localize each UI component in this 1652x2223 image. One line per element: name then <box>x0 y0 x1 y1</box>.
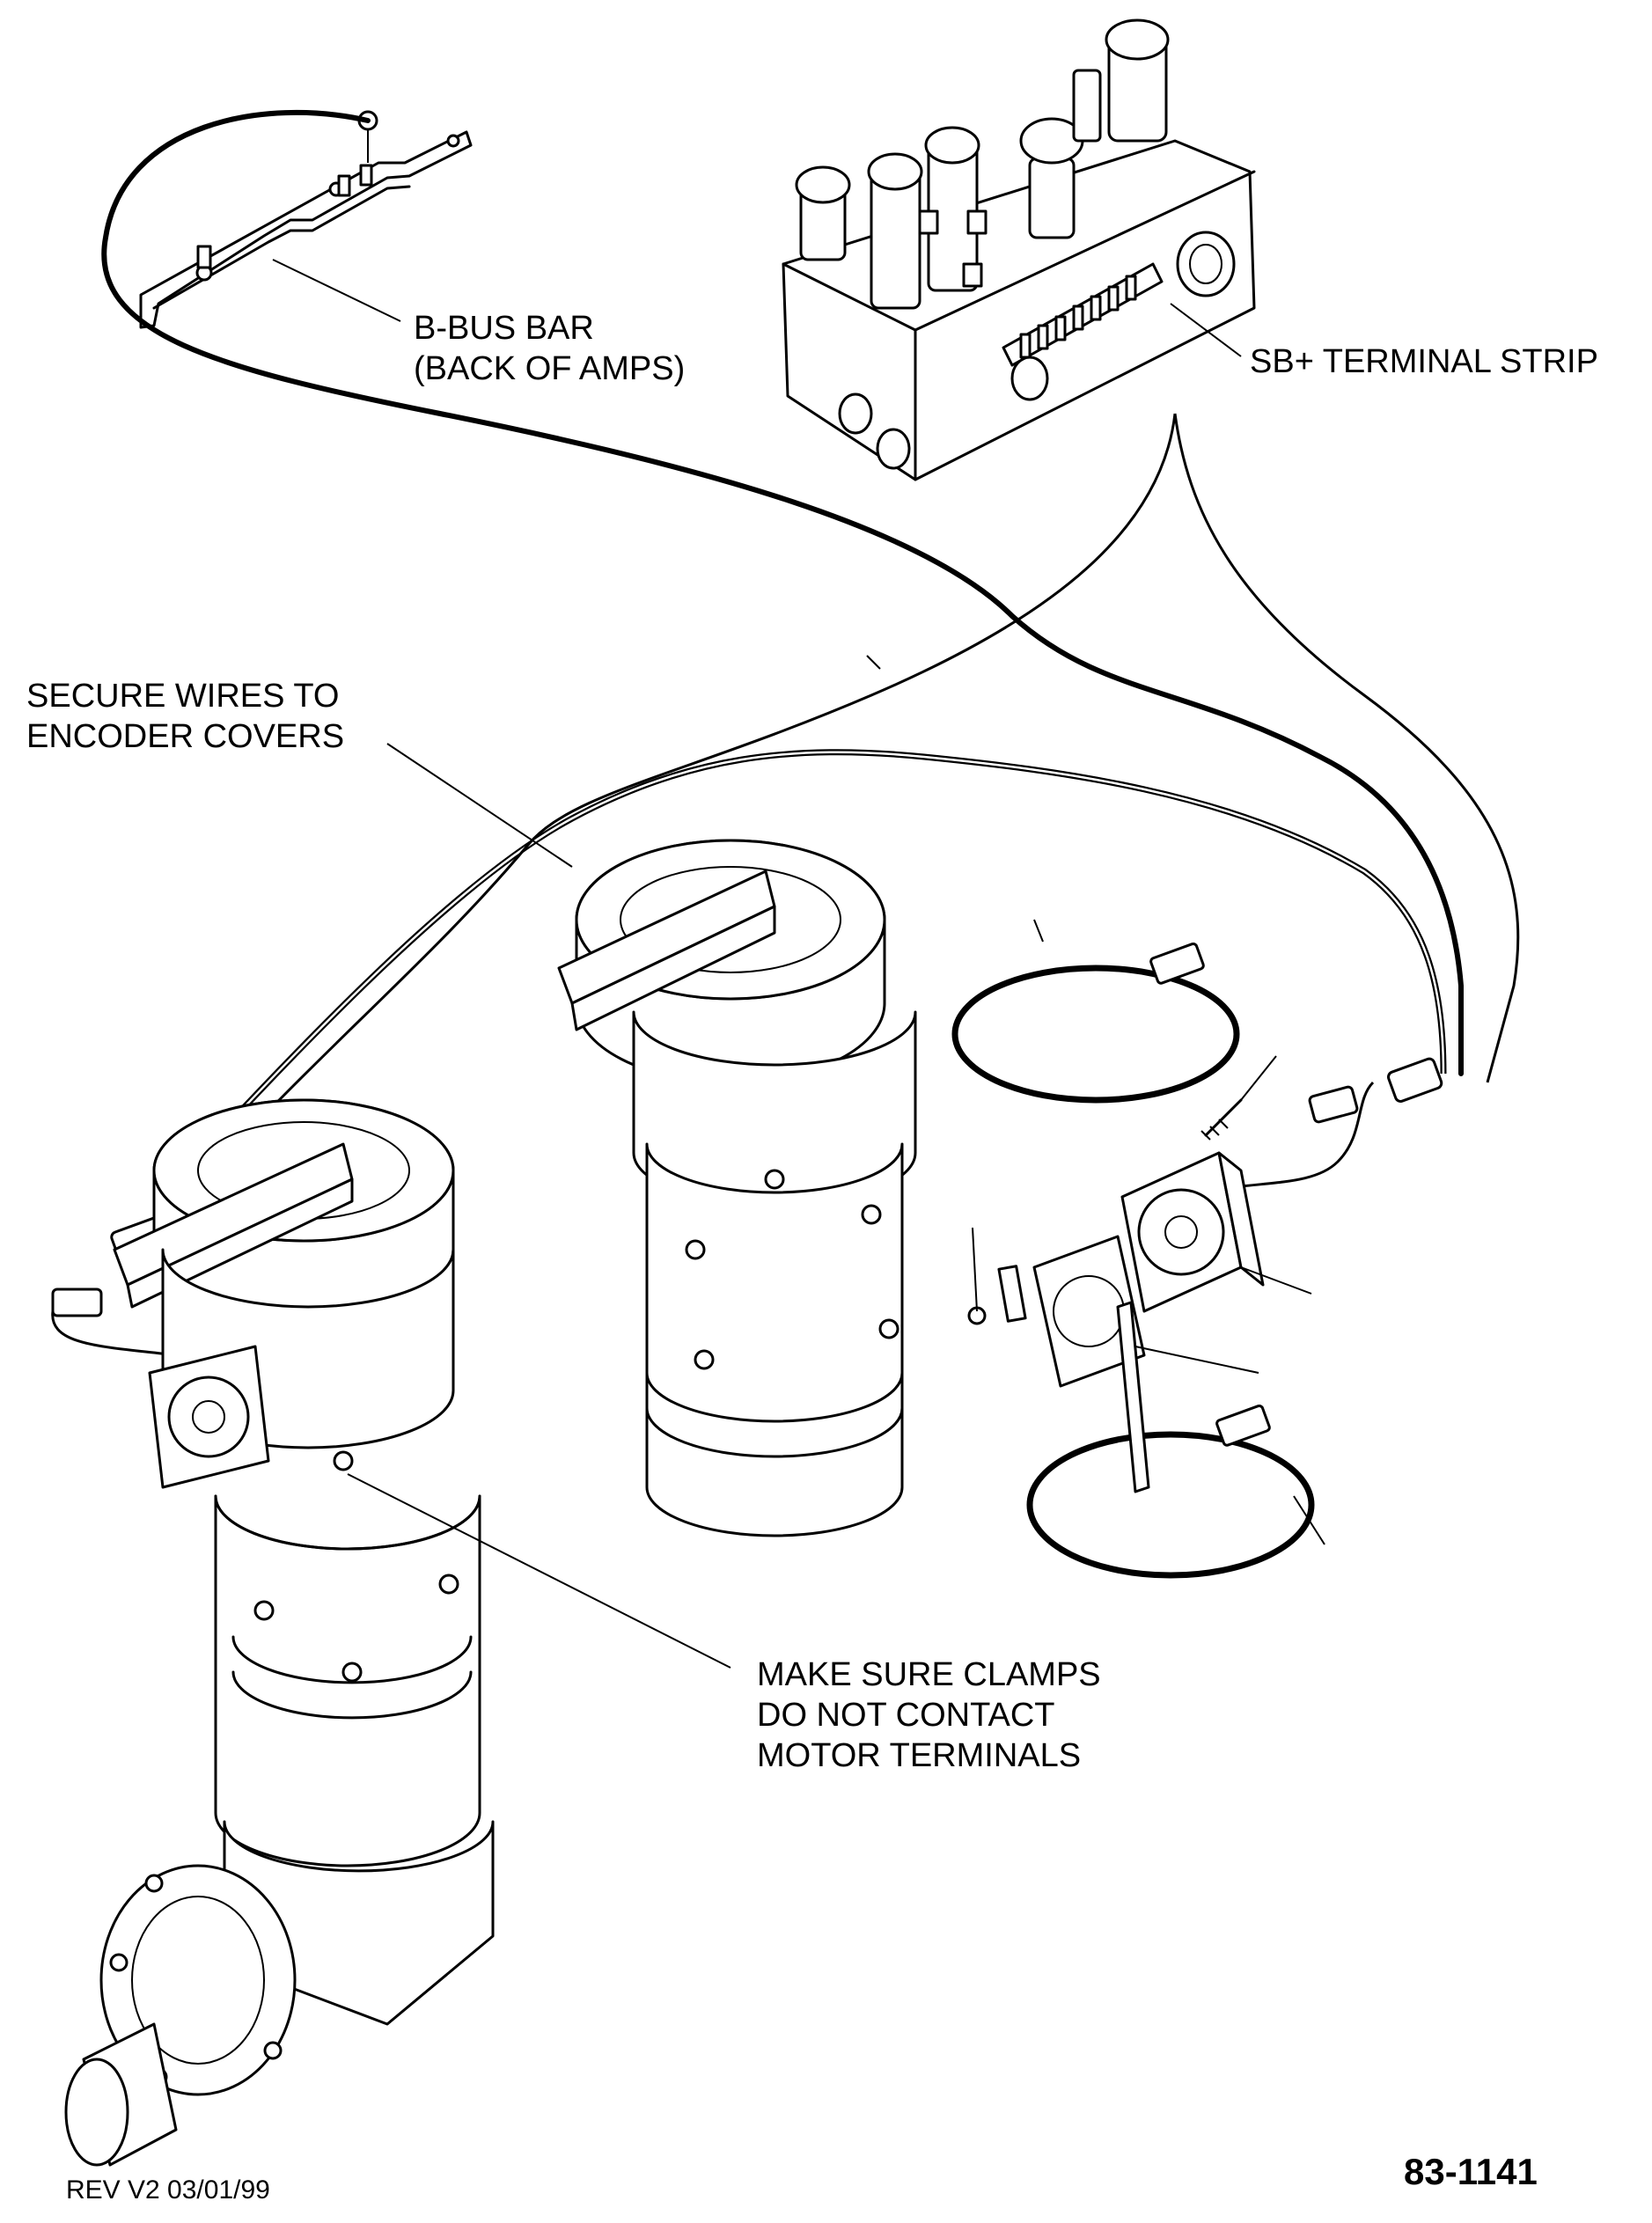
secure-wires-label: SECURE WIRES TO ENCODER COVERS <box>26 676 344 757</box>
bus-bar-label-line-2: (BACK OF AMPS) <box>414 350 686 387</box>
bus-bar-label-line-1: B-BUS BAR <box>414 310 594 347</box>
terminal-strip-screws <box>1019 275 1137 359</box>
clamps-label-line-1: MAKE SURE CLAMPS <box>757 1656 1101 1693</box>
bus-bar <box>139 110 473 329</box>
clamps-label-line-3: MOTOR TERMINALS <box>757 1737 1082 1774</box>
motor-assembly-left <box>64 1098 495 2167</box>
secure-wires-label-line-1: SECURE WIRES TO <box>26 678 340 715</box>
motor-center <box>557 839 917 1537</box>
fan-assembly <box>967 1098 1265 1493</box>
secure-wires-label-line-2: ENCODER COVERS <box>26 718 345 755</box>
leader-lines <box>272 259 1325 1669</box>
valve-manifold <box>782 18 1256 481</box>
part-number-label: 83-1141 <box>1404 2151 1538 2192</box>
wiring <box>51 109 1520 1357</box>
clamps-label: MAKE SURE CLAMPS DO NOT CONTACT MOTOR TE… <box>757 1654 1101 1776</box>
terminal-strip-label: SB+ TERMINAL STRIP <box>1250 343 1598 380</box>
clamp-lower <box>1026 1404 1315 1579</box>
revision-label: REV V2 03/01/99 <box>66 2175 270 2205</box>
clamps-label-line-2: DO NOT CONTACT <box>757 1697 1055 1734</box>
bus-bar-label: B-BUS BAR (BACK OF AMPS) <box>414 308 685 389</box>
clamp-upper <box>951 942 1240 1104</box>
